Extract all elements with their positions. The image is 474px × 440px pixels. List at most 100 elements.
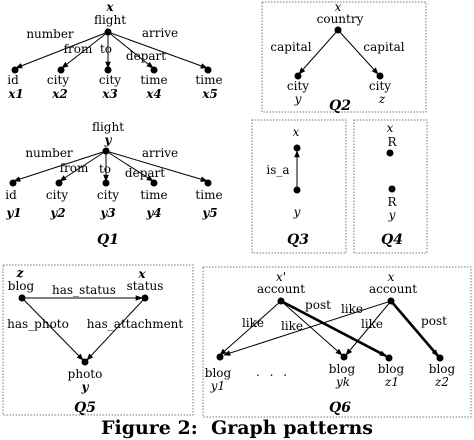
q1-edge-arrive [105, 150, 208, 182]
top-root-label: flight [94, 13, 126, 27]
q5-label: Q5 [74, 400, 96, 416]
top-leaf-node-4 [150, 66, 158, 74]
q6-edge-label-post-1: post [305, 298, 331, 312]
q1-leaf-label-2: city [46, 188, 68, 202]
top-root-var: x [105, 0, 114, 14]
q1-edge-label-number: number [25, 146, 73, 160]
q4-top-label: R [387, 135, 397, 149]
q6-blog-node-yk [340, 353, 348, 361]
top-leaf-node-1 [11, 66, 19, 74]
top-edge-from [61, 31, 109, 69]
top-edge-number [15, 31, 109, 69]
q6-edge-acc1-yk [280, 300, 343, 356]
top-leaf-label-2: city [47, 73, 69, 87]
q4-label: Q4 [381, 232, 403, 248]
q1-edge-label-to: to [99, 162, 111, 176]
q1-edge-number [13, 150, 107, 182]
q1-root-label: flight [92, 120, 124, 134]
q5-edge-has-photo [21, 297, 84, 361]
q2-leaf-label-right: city [369, 79, 391, 93]
q2-label: Q2 [329, 98, 351, 114]
q1-leaf-var-4: y4 [145, 206, 161, 220]
q6-edge-label-like-4: like [361, 317, 383, 331]
pattern-q6: x' account x account like like post like… [202, 266, 472, 418]
q5-blog-label: blog [8, 279, 35, 293]
q1-leaf-var-5: y5 [201, 206, 217, 220]
q3-top-node [293, 144, 301, 152]
q3-label: Q3 [287, 232, 309, 248]
q5-status-label: status [127, 279, 164, 293]
top-leaf-node-5 [204, 66, 212, 74]
top-leaf-var-2: x2 [51, 87, 68, 101]
q3-box [251, 119, 347, 254]
top-edge-label-to: to [100, 42, 112, 56]
pattern-q4: x R R y Q4 [353, 119, 428, 254]
q1-leaf-var-2: y2 [49, 206, 65, 220]
q5-box [2, 264, 194, 416]
top-leaf-var-5: x5 [201, 87, 218, 101]
q1-leaf-label-5: time [195, 188, 222, 202]
q2-box [261, 1, 427, 113]
q6-edge-label-like-2: like [281, 319, 303, 333]
q1-leaf-var-1: y1 [5, 206, 21, 220]
q6-label: Q6 [329, 400, 351, 416]
q1-edge-label-arrive: arrive [142, 146, 178, 160]
q3-top-var: x [293, 125, 300, 139]
top-leaf-label-1: id [7, 73, 19, 87]
pattern-q3: x is_a y Q3 [251, 119, 347, 254]
q5-photo-label: photo [68, 367, 103, 381]
q2-leaf-label-left: city [287, 79, 309, 93]
q2-root-label: country [317, 12, 364, 26]
q1-leaf-var-3: y3 [99, 206, 115, 220]
q2-leaf-var-left: y [294, 92, 302, 106]
q6-blog-node-z1 [385, 354, 393, 362]
q6-blog-var-y1: y1 [210, 379, 225, 393]
q6-ellipsis: . . . [256, 365, 290, 379]
top-edge-arrive [107, 31, 208, 69]
q1-leaf-node-1 [9, 179, 17, 187]
q6-edge-acc2-z2 [390, 300, 439, 357]
top-leaf-label-4: time [140, 73, 167, 87]
q1-root-var: y [104, 133, 113, 147]
q6-edge-label-like-1: like [242, 316, 264, 330]
q6-blog-var-z2: z2 [434, 375, 449, 389]
q3-bottom-var: y [293, 205, 301, 219]
q6-account1-var: x' [276, 270, 286, 284]
q4-box [353, 119, 428, 254]
top-leaf-node-2 [57, 66, 65, 74]
q6-account2-var: x [388, 270, 395, 284]
q1-leaf-node-2 [55, 179, 63, 187]
top-leaf-node-3 [104, 66, 112, 74]
q1-leaf-label-3: city [97, 188, 119, 202]
q1-leaf-node-4 [150, 179, 158, 187]
pattern-q1: flight y number from to depart arrive id… [5, 120, 222, 248]
q2-leaf-node-left [294, 72, 302, 80]
q6-blog-node-z2 [436, 354, 444, 362]
q6-account2-label: account [369, 282, 417, 296]
q2-leaf-var-right: z [378, 92, 386, 106]
q6-blog-label-z1: blog [378, 362, 405, 376]
q2-edge-label-left: capital [270, 40, 311, 54]
q1-edge-label-from: from [60, 161, 89, 175]
q1-edge-depart [105, 150, 154, 182]
figure-caption: Figure 2: Graph patterns [101, 417, 373, 439]
q1-edge-label-depart: depart [125, 166, 165, 180]
q6-blog-label-y1: blog [205, 366, 232, 380]
q6-edge-acc1-y1 [219, 300, 282, 356]
top-leaf-var-4: x4 [145, 87, 162, 101]
q6-blog-label-yk: blog [329, 362, 356, 376]
q1-leaf-label-1: id [5, 188, 17, 202]
q6-edge-acc2-yk [345, 300, 392, 356]
q6-blog-var-yk: yk [335, 375, 350, 389]
top-edge-label-depart: depart [126, 49, 166, 63]
q5-photo-var: y [81, 380, 90, 394]
q1-leaf-node-5 [204, 179, 212, 187]
top-edge-label-number: number [26, 27, 74, 41]
q6-box [202, 266, 472, 418]
top-leaf-label-3: city [99, 73, 121, 87]
q5-status-var: x [137, 267, 146, 281]
q2-edge-right [337, 29, 379, 75]
q3-edge-label: is_a [266, 163, 289, 177]
q2-leaf-node-right [376, 72, 384, 80]
